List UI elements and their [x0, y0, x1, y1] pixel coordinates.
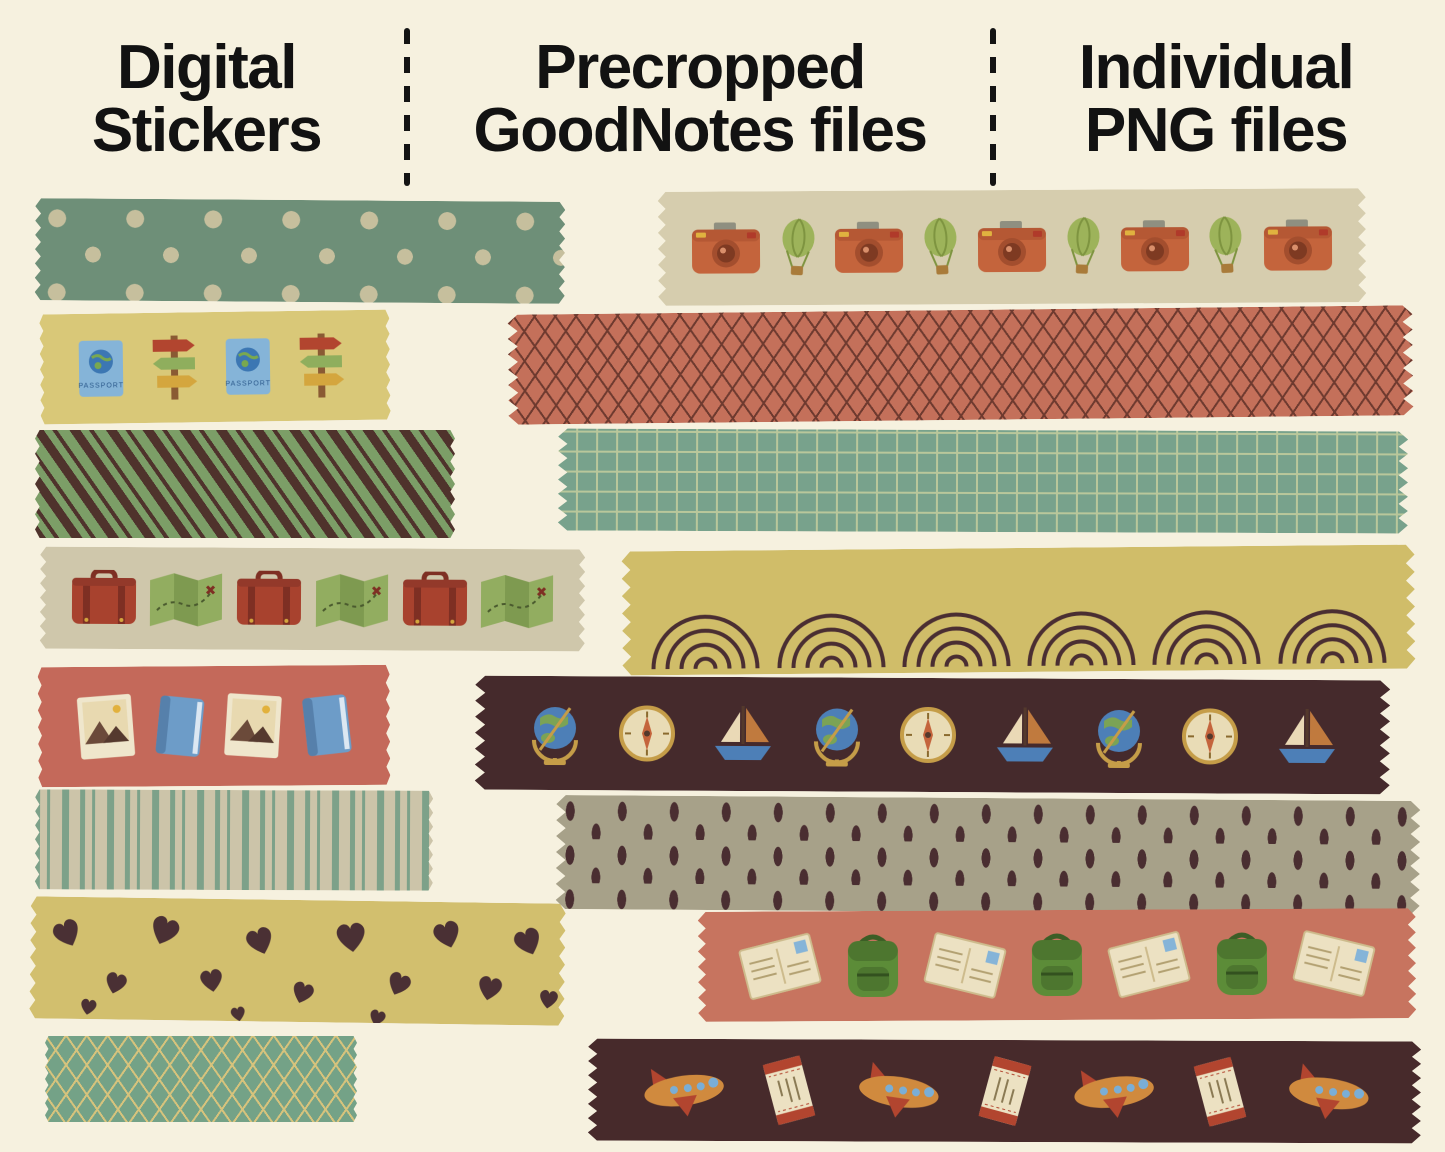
heart-icon	[100, 968, 131, 998]
header-line: Precropped	[535, 33, 866, 102]
heart-icon	[286, 978, 318, 1009]
camera-icon	[1261, 217, 1333, 273]
polaroid-icon	[76, 693, 137, 761]
heart-icon	[77, 997, 99, 1018]
header-digital-stickers: Digital Stickers	[9, 24, 404, 166]
rainbow-icon	[1272, 593, 1393, 666]
airplane-icon	[630, 1053, 734, 1127]
book-icon	[154, 694, 206, 758]
tape-camera-balloon	[658, 188, 1367, 306]
balloon-icon	[918, 215, 963, 279]
tape-green-grid	[558, 429, 1408, 534]
book-icon	[300, 693, 352, 758]
rainbow-icon	[645, 598, 766, 671]
tape-globe-compass-sailboat	[475, 676, 1391, 795]
camera-icon	[833, 220, 905, 276]
camera-icon	[976, 219, 1048, 275]
postcard-icon	[738, 932, 823, 1001]
tape-salmon-crosshatch	[507, 305, 1413, 424]
tape-olive-dashes	[556, 795, 1421, 915]
header-line: Stickers	[91, 96, 323, 166]
dashed-divider	[990, 28, 996, 186]
signpost-icon	[143, 331, 206, 404]
header-line: Digital	[117, 33, 297, 102]
balloon-icon	[1061, 215, 1106, 279]
heart-icon	[536, 987, 561, 1011]
postcard-icon	[923, 931, 1007, 999]
globe-icon	[808, 701, 866, 767]
backpack-icon	[1213, 931, 1269, 997]
header-line: GoodNotes files	[473, 96, 928, 166]
header-line: PNG files	[1084, 96, 1349, 166]
heart-icon	[228, 1004, 248, 1024]
rainbow-icon	[896, 596, 1017, 669]
compass-icon	[1181, 707, 1239, 765]
tape-vertical-stripes	[35, 789, 433, 890]
dashed-divider	[404, 28, 410, 186]
tape-rainbows	[621, 545, 1415, 676]
balloon-icon	[775, 216, 820, 280]
ticket-icon	[762, 1054, 817, 1126]
heart-icon	[196, 966, 227, 996]
heart-icon	[428, 916, 467, 954]
heart-icon	[240, 922, 280, 961]
tape-polaroid-book	[38, 665, 391, 787]
passport-icon: PASSPORT	[224, 337, 271, 396]
camera-icon	[690, 220, 762, 276]
rainbow-icon	[1146, 594, 1267, 667]
rainbow-icon	[770, 597, 891, 670]
tape-green-polka-dot	[35, 198, 566, 304]
heart-icon	[365, 1007, 389, 1030]
sailboat-icon	[1273, 707, 1339, 767]
map-icon	[149, 570, 223, 626]
tape-hearts	[29, 896, 566, 1025]
heart-icon	[507, 923, 548, 963]
ticket-icon	[977, 1055, 1032, 1127]
header: Digital Stickers Precropped GoodNotes fi…	[0, 24, 1445, 186]
header-line: Individual	[1078, 33, 1355, 102]
tape-suitcase-map	[40, 547, 586, 652]
tape-diagonal-stripes	[35, 430, 455, 538]
svg-text:PASSPORT: PASSPORT	[78, 382, 124, 390]
suitcase-icon	[236, 571, 302, 627]
globe-icon	[1090, 703, 1148, 769]
compass-icon	[899, 706, 957, 764]
postcard-icon	[1107, 930, 1192, 999]
heart-icon	[332, 919, 371, 956]
backpack-icon	[844, 933, 900, 999]
svg-text:PASSPORT: PASSPORT	[225, 380, 271, 388]
tape-airplane-ticket	[588, 1039, 1421, 1144]
postcard-icon	[1292, 930, 1376, 998]
heart-icon	[381, 968, 416, 1002]
suitcase-icon	[71, 570, 137, 626]
rainbow-icon	[1021, 595, 1142, 668]
tape-passport-signpost: PASSPORT PASSPORT	[39, 310, 391, 425]
airplane-icon	[1060, 1054, 1164, 1128]
balloon-icon	[1203, 214, 1248, 278]
polaroid-icon	[223, 692, 283, 759]
header-precropped-goodnotes: Precropped GoodNotes files	[410, 24, 990, 166]
airplane-icon	[845, 1053, 949, 1128]
airplane-icon	[1275, 1055, 1379, 1130]
header-individual-png: Individual PNG files	[996, 24, 1436, 166]
compass-icon	[617, 704, 675, 762]
suitcase-icon	[401, 571, 467, 627]
map-icon	[480, 572, 554, 628]
tape-backpack-postcard	[698, 908, 1417, 1022]
camera-icon	[1119, 218, 1191, 274]
heart-icon	[473, 972, 507, 1005]
sailboat-icon	[709, 704, 775, 764]
sailboat-icon	[991, 705, 1057, 765]
backpack-icon	[1029, 932, 1085, 998]
heart-icon	[143, 911, 186, 952]
ticket-icon	[1192, 1056, 1247, 1128]
signpost-icon	[290, 329, 353, 402]
globe-icon	[526, 700, 584, 766]
tape-green-crosshatch	[45, 1036, 357, 1122]
passport-icon: PASSPORT	[77, 339, 124, 398]
map-icon	[315, 571, 389, 627]
heart-icon	[47, 914, 88, 954]
